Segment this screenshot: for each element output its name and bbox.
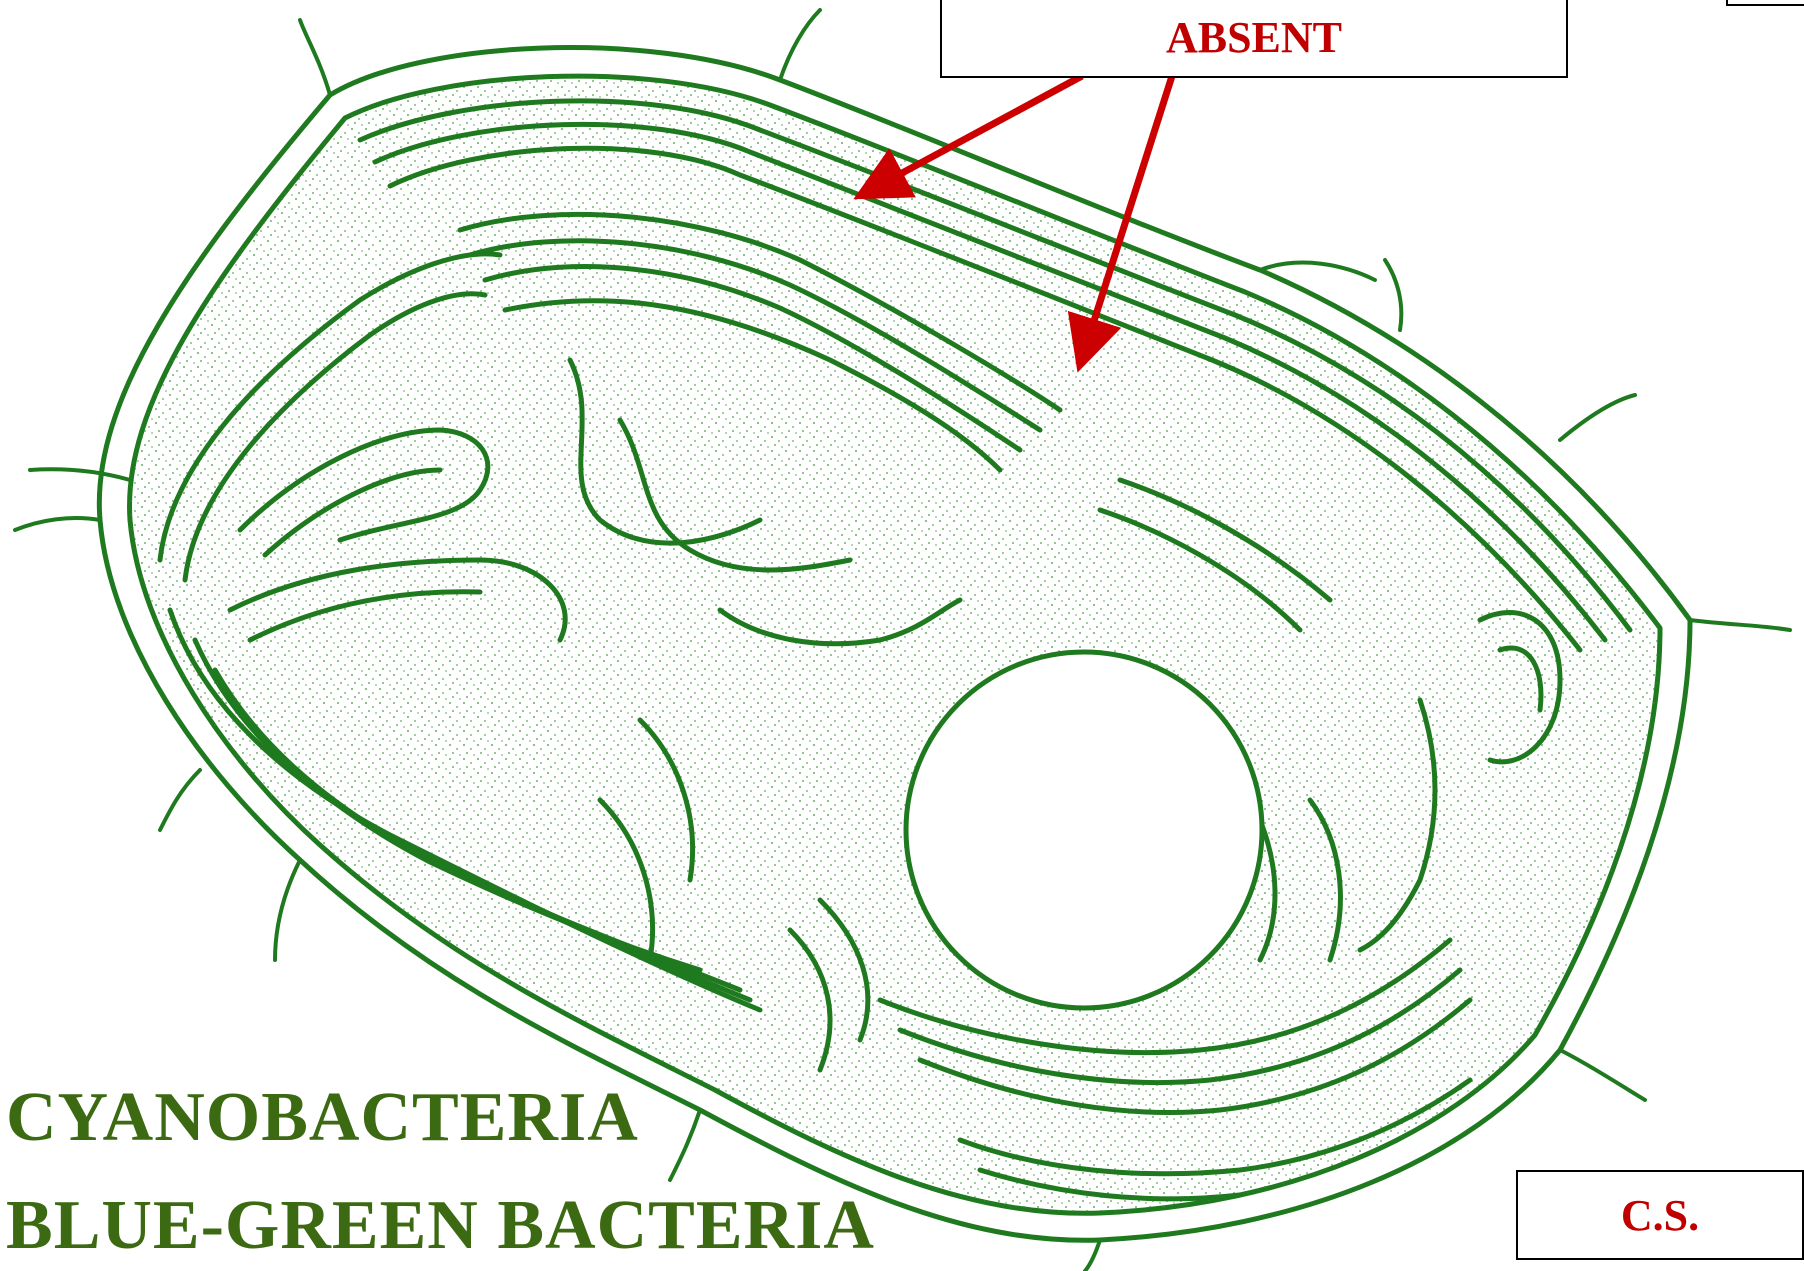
cs-label: C.S.	[1621, 1190, 1699, 1241]
caption-cyanobacteria: CYANOBACTERIA	[6, 1078, 639, 1158]
absent-label: ABSENT	[1166, 12, 1342, 63]
cytoplasm	[130, 76, 1660, 1213]
cs-label-box: C.S.	[1516, 1170, 1804, 1260]
absent-label-box: ABSENT	[940, 0, 1568, 78]
corner-frame-mark	[1726, 0, 1804, 6]
central-body	[906, 652, 1262, 1008]
caption-blue-green-bacteria: BLUE-GREEN BACTERIA	[6, 1186, 875, 1266]
